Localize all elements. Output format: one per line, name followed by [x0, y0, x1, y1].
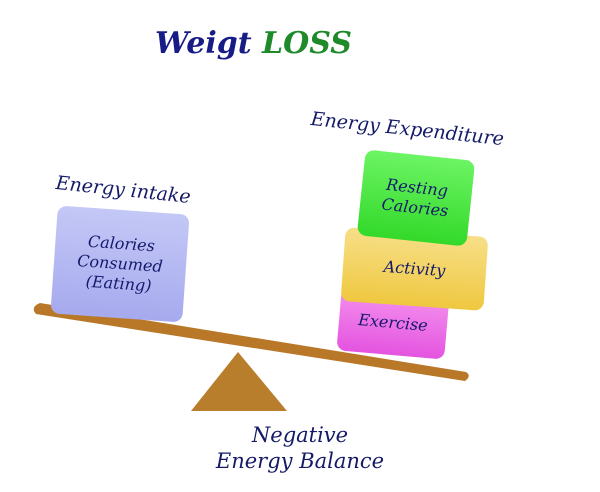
fulcrum-triangle — [191, 352, 287, 411]
title-word-weigt: Weigt — [155, 26, 252, 61]
negative-energy-balance-label: Negative Energy Balance — [0, 422, 600, 474]
activity-label: Activity — [383, 256, 446, 281]
balance-line-1: Negative — [251, 423, 349, 447]
exercise-label: Exercise — [357, 310, 429, 335]
diagram-title: Weigt LOSS — [155, 26, 352, 61]
calories-consumed-box: Calories Consumed (Eating) — [50, 205, 190, 323]
title-word-loss: LOSS — [262, 26, 352, 61]
balance-line-2: Energy Balance — [215, 449, 385, 473]
resting-calories-box: Resting Calories — [356, 149, 476, 247]
scale-beam — [33, 303, 469, 381]
